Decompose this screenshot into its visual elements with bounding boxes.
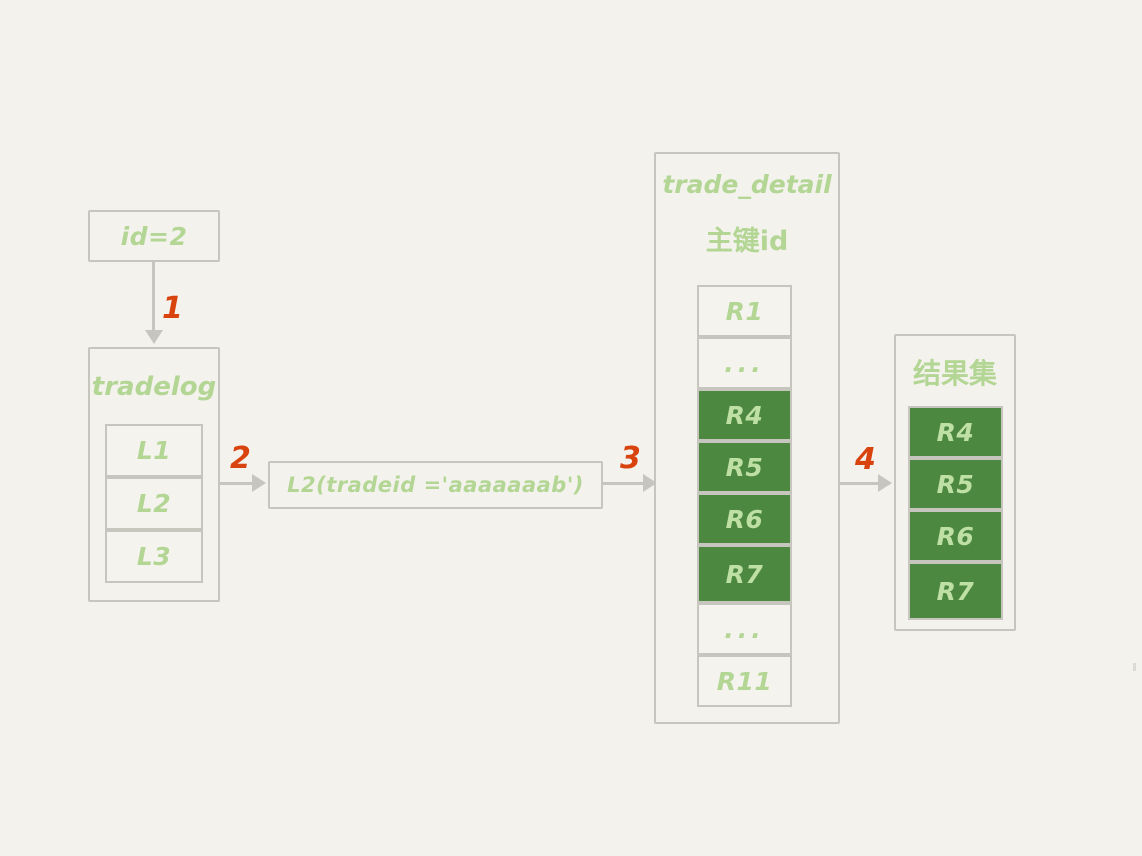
trade-detail-row-label: R6 (725, 504, 764, 534)
arrow-2-head (252, 474, 266, 492)
tradelog-row-l3: L3 (105, 530, 203, 583)
result-set-row-r7: R7 (908, 562, 1003, 620)
trade-detail-row-r4: R4 (697, 389, 792, 441)
trade-detail-title-line2: 主键id (705, 226, 789, 257)
arrow-4-line (840, 482, 890, 485)
step-number-3: 3 (620, 441, 641, 476)
result-set-row-label: R6 (936, 521, 975, 551)
trade-detail-row-label: ... (724, 348, 765, 378)
arrow-3-line (603, 482, 653, 485)
arrow-2-line (220, 482, 262, 485)
tradelog-row-label: L1 (136, 436, 172, 465)
trade-detail-row-label: R1 (725, 296, 764, 326)
result-set-row-label: R4 (936, 417, 975, 447)
tradelog-row-label: L3 (136, 542, 172, 571)
arrow-1-line (152, 262, 155, 332)
result-set-row-r4: R4 (908, 406, 1003, 458)
result-set-title: 结果集 (912, 357, 997, 390)
step-number-2: 2 (230, 441, 251, 476)
result-set-row-r6: R6 (908, 510, 1003, 562)
id-box: id=2 (88, 210, 220, 262)
step-number-1: 1 (162, 291, 183, 326)
arrow-3-head (643, 474, 657, 492)
trade-detail-row-r11: R11 (697, 655, 792, 707)
trade-detail-row-ellipsis-bottom: ... (697, 603, 792, 655)
tradelog-row-l1: L1 (105, 424, 203, 477)
trade-detail-title-line1: trade_detail (662, 170, 832, 199)
condition-box: L2(tradeid ='aaaaaaab') (268, 461, 603, 509)
trade-detail-row-ellipsis-top: ... (697, 337, 792, 389)
trade-detail-row-r7: R7 (697, 545, 792, 603)
trade-detail-row-label: R4 (725, 400, 764, 430)
step-number-4: 4 (855, 442, 876, 477)
result-set-row-label: R7 (936, 576, 975, 606)
trade-detail-row-label: R11 (716, 666, 773, 696)
id-box-label: id=2 (120, 221, 188, 251)
trade-detail-row-label: R7 (725, 559, 764, 589)
result-set-row-r5: R5 (908, 458, 1003, 510)
condition-box-label: L2(tradeid ='aaaaaaab') (287, 473, 584, 497)
tradelog-row-l2: L2 (105, 477, 203, 530)
trade-detail-row-r6: R6 (697, 493, 792, 545)
tradelog-title: tradelog (91, 372, 217, 402)
edge-artifact (1133, 663, 1136, 671)
trade-detail-row-r1: R1 (697, 285, 792, 337)
trade-detail-row-r5: R5 (697, 441, 792, 493)
trade-detail-row-label: ... (724, 614, 765, 644)
result-set-row-label: R5 (936, 469, 975, 499)
trade-detail-row-label: R5 (725, 452, 764, 482)
arrow-1-head (145, 330, 163, 344)
tradelog-row-label: L2 (136, 489, 172, 518)
arrow-4-head (878, 474, 892, 492)
